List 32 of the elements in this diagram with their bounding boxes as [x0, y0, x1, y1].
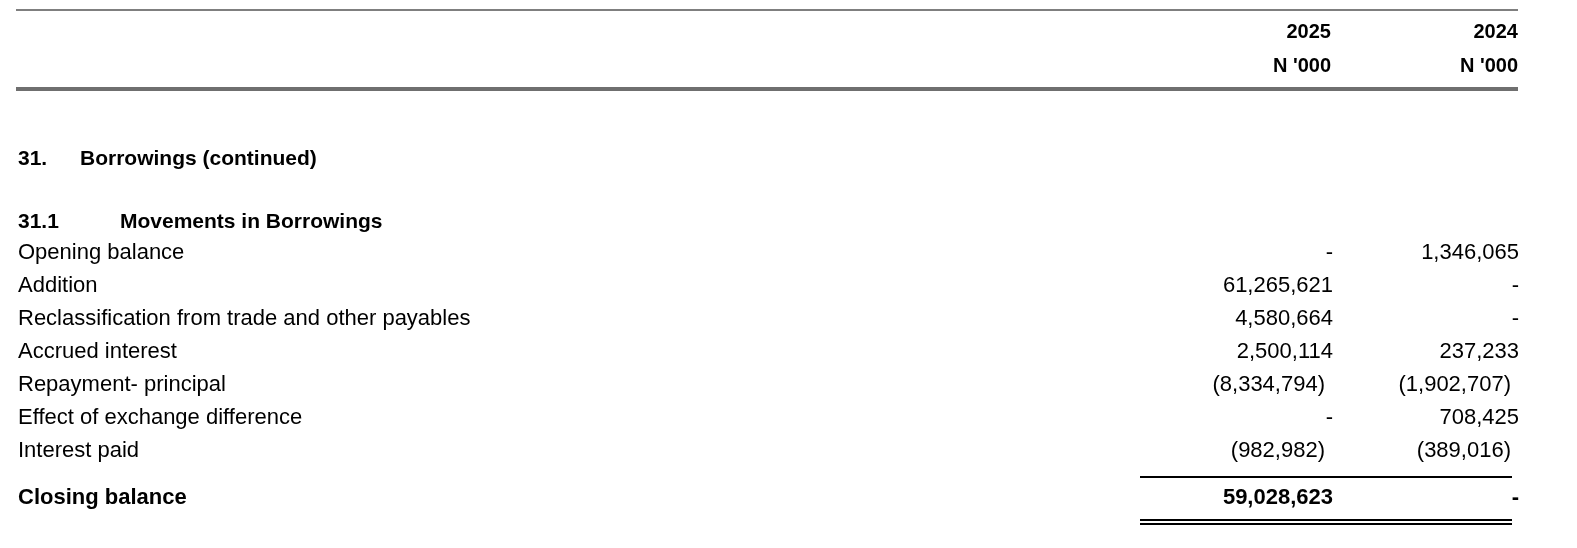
amount-value: 61,265,621 — [1222, 271, 1333, 299]
amount-value: - — [1511, 483, 1519, 511]
row-label: Repayment- principal — [18, 370, 226, 398]
amount-value: (1,902,707) — [1398, 370, 1511, 398]
amount-value: (389,016) — [1416, 436, 1511, 464]
amount-value: 2,500,114 — [1236, 337, 1333, 365]
column-header: 2024 — [1473, 19, 1518, 44]
amount-value: 59,028,623 — [1222, 483, 1333, 511]
amount-value: 1,346,065 — [1421, 238, 1519, 266]
row-label: Opening balance — [18, 238, 185, 266]
row-label: Interest paid — [18, 436, 140, 464]
column-header: N '000 — [1272, 53, 1331, 78]
amount-value: 708,425 — [1439, 403, 1519, 431]
amount-value: (8,334,794) — [1212, 370, 1325, 398]
amount-value: - — [1511, 271, 1519, 299]
section-number: 31.1 — [18, 208, 59, 234]
amount-value: (982,982) — [1230, 436, 1325, 464]
row-label: Effect of exchange difference — [18, 403, 303, 431]
row-label: Closing balance — [18, 483, 187, 511]
section-heading: Borrowings (continued) — [80, 145, 317, 171]
column-header: N '000 — [1459, 53, 1518, 78]
amount-value: 4,580,664 — [1235, 304, 1333, 332]
amount-value: - — [1325, 238, 1333, 266]
row-label: Reclassification from trade and other payables — [18, 304, 471, 332]
row-label: Accrued interest — [18, 337, 177, 365]
row-label: Addition — [18, 271, 98, 299]
column-header: 2025 — [1286, 19, 1331, 44]
amount-value: - — [1511, 304, 1519, 332]
section-heading: Movements in Borrowings — [120, 208, 383, 234]
amount-value: - — [1325, 403, 1333, 431]
amount-value: 237,233 — [1439, 337, 1519, 365]
section-number: 31. — [18, 145, 48, 171]
